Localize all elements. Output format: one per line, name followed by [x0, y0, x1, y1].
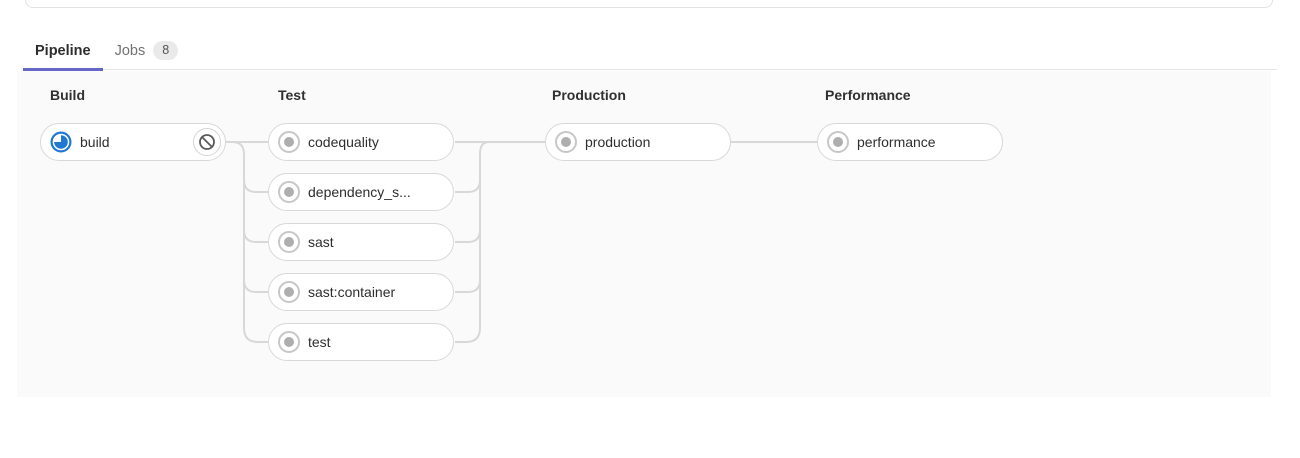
stage-header-performance: Performance [825, 87, 911, 103]
tab-pipeline-label: Pipeline [35, 42, 91, 59]
cancel-job-button[interactable] [193, 128, 221, 156]
job-name: dependency_s... [308, 184, 411, 200]
status-created-icon [278, 181, 300, 203]
job-name: codequality [308, 134, 379, 150]
job-pill-sast-container[interactable]: sast:container [268, 273, 454, 311]
status-created-icon [827, 131, 849, 153]
status-created-icon [278, 281, 300, 303]
tab-jobs-label: Jobs [114, 42, 146, 59]
stage-header-production: Production [552, 87, 626, 103]
job-pill-production[interactable]: production [545, 123, 731, 161]
status-created-icon [555, 131, 577, 153]
jobs-count-badge: 8 [153, 41, 179, 60]
tab-jobs[interactable]: Jobs 8 [103, 33, 191, 71]
tab-pipeline[interactable]: Pipeline [23, 33, 103, 71]
pipeline-tabs: Pipeline Jobs 8 [23, 33, 1277, 71]
status-running-icon [50, 131, 72, 153]
ban-icon [199, 134, 215, 150]
job-name: build [80, 134, 110, 150]
job-pill-performance[interactable]: performance [817, 123, 1003, 161]
status-created-icon [278, 131, 300, 153]
job-pill-dependency-scanning[interactable]: dependency_s... [268, 173, 454, 211]
pipeline-graph: Build Test Production Performance build … [17, 71, 1271, 397]
job-name: sast:container [308, 284, 396, 300]
pipeline-connectors [226, 141, 817, 343]
panel-above-cutoff [25, 0, 1273, 8]
job-name: performance [857, 134, 936, 150]
job-pill-build[interactable]: build [40, 123, 226, 161]
job-name: sast [308, 234, 334, 250]
stage-header-test: Test [278, 87, 306, 103]
stage-header-build: Build [50, 87, 85, 103]
status-created-icon [278, 331, 300, 353]
status-created-icon [278, 231, 300, 253]
job-name: production [585, 134, 651, 150]
job-name: test [308, 334, 331, 350]
job-pill-codequality[interactable]: codequality [268, 123, 454, 161]
job-pill-test[interactable]: test [268, 323, 454, 361]
job-pill-sast[interactable]: sast [268, 223, 454, 261]
